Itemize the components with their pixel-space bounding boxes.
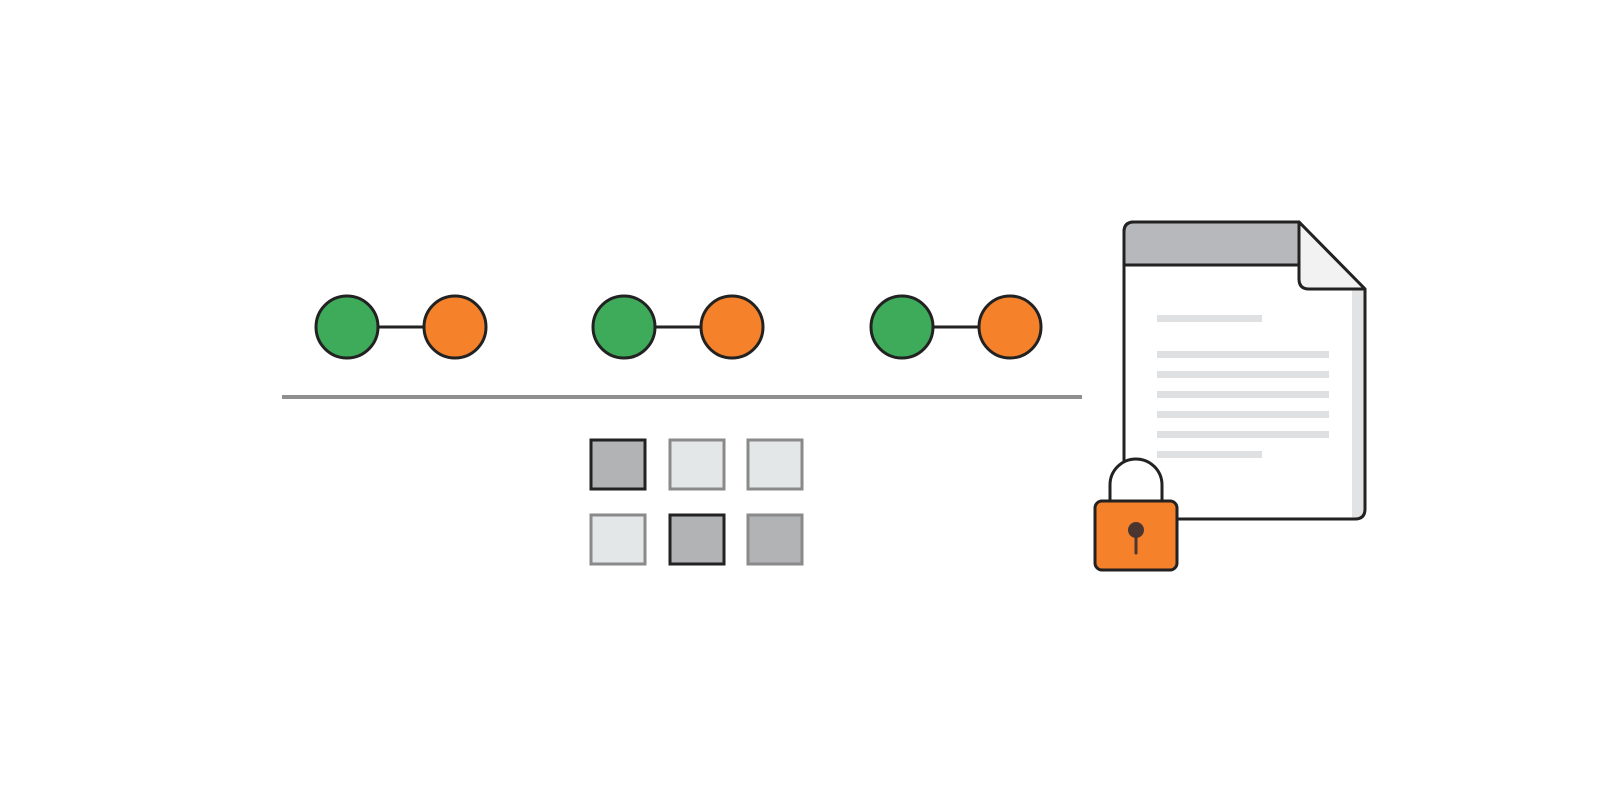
document-text-line — [1157, 391, 1329, 398]
document-header — [1122, 220, 1301, 267]
document-text-line — [1157, 451, 1262, 458]
document-text-lines — [1157, 315, 1329, 458]
node-orange — [977, 294, 1043, 360]
document-shadow — [1352, 289, 1365, 519]
keyhole-icon — [1128, 522, 1144, 538]
grid-cell — [589, 513, 647, 566]
grid-cell — [668, 438, 726, 491]
grid-cell — [746, 513, 804, 566]
node-pairs — [314, 294, 1043, 360]
node-green — [314, 294, 380, 360]
document-text-line — [1157, 351, 1329, 358]
padlock-shackle — [1108, 457, 1164, 502]
node-pair — [869, 294, 1043, 360]
block-grid — [589, 438, 804, 566]
document-text-line — [1157, 315, 1262, 322]
document-text-line — [1157, 371, 1329, 378]
grid-cell — [668, 513, 726, 566]
padlock-icon — [1093, 457, 1179, 572]
document-text-line — [1157, 411, 1329, 418]
node-pair — [591, 294, 765, 360]
node-green — [869, 294, 935, 360]
document-folded-corner — [1297, 220, 1367, 291]
node-orange — [699, 294, 765, 360]
grid-cell — [746, 438, 804, 491]
document-text-line — [1157, 431, 1329, 438]
grid-cell — [589, 438, 647, 491]
document-icon — [1122, 220, 1367, 521]
node-pair — [314, 294, 488, 360]
node-green — [591, 294, 657, 360]
node-orange — [422, 294, 488, 360]
